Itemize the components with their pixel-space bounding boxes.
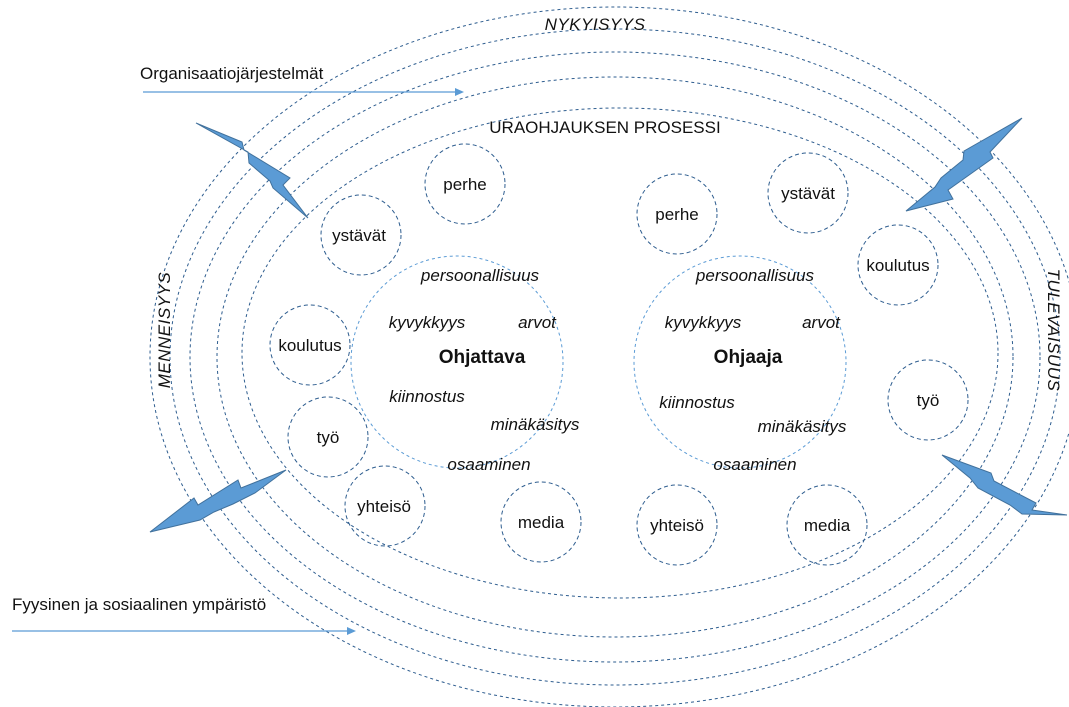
ring-outer-3 — [189, 51, 1041, 663]
left-trait-values: arvot — [518, 313, 557, 332]
factor-circle — [344, 465, 426, 547]
right-trait-values: arvot — [802, 313, 841, 332]
factor-circle — [269, 304, 351, 386]
left-factor-family: perhe — [443, 175, 486, 194]
factor-circle — [500, 481, 582, 563]
factor-circle — [767, 152, 849, 234]
core-circle-right — [633, 255, 847, 469]
left-factor-friends: ystävät — [332, 226, 386, 245]
ring-outer-2 — [216, 76, 1014, 638]
core-circle-left — [350, 255, 564, 469]
left-factor-media: media — [518, 513, 565, 532]
process-label: URAOHJAUKSEN PROSESSI — [489, 118, 720, 137]
lightning-bolt-top-right — [905, 117, 1023, 212]
left-factor-education: koulutus — [278, 336, 341, 355]
left-factor-work: työ — [317, 428, 340, 447]
lightning-bolt-bottom-left — [149, 469, 287, 533]
factors-left — [269, 143, 582, 563]
right-factor-family: perhe — [655, 205, 698, 224]
right-trait-self-concept: minäkäsitys — [758, 417, 847, 436]
right-factor-community: yhteisö — [650, 516, 704, 535]
org-systems-label: Organisaatiojärjestelmät — [140, 64, 324, 83]
factor-circle — [424, 143, 506, 225]
right-title: Ohjaaja — [714, 347, 783, 368]
context-rings — [149, 6, 1069, 707]
past-label: MENNEISYYS — [155, 272, 174, 389]
environment-arrow — [12, 627, 356, 635]
left-factor-community: yhteisö — [357, 497, 411, 516]
ring-outer-5 — [149, 6, 1069, 707]
right-factor-media: media — [804, 516, 851, 535]
right-trait-interest: kiinnostus — [659, 393, 735, 412]
factor-circle — [636, 484, 718, 566]
right-factor-friends: ystävät — [781, 184, 835, 203]
org-systems-arrow — [143, 88, 464, 96]
factors-right — [636, 152, 969, 566]
left-trait-competence: osaaminen — [447, 455, 530, 474]
factor-circle — [320, 194, 402, 276]
right-factor-education: koulutus — [866, 256, 929, 275]
factor-circle — [786, 484, 868, 566]
factor-circle — [636, 173, 718, 255]
right-trait-ability: kyvykkyys — [665, 313, 742, 332]
factor-circle — [287, 396, 369, 478]
ring-outer-4 — [169, 28, 1061, 686]
right-trait-personality: persoonallisuus — [695, 266, 815, 285]
left-trait-interest: kiinnostus — [389, 387, 465, 406]
factor-circle — [857, 224, 939, 306]
left-title: Ohjattava — [439, 347, 526, 368]
future-label: TULEVAISUUS — [1044, 269, 1063, 392]
left-trait-self-concept: minäkäsitys — [491, 415, 580, 434]
factor-circle — [887, 359, 969, 441]
right-trait-competence: osaaminen — [713, 455, 796, 474]
right-factor-work: työ — [917, 391, 940, 410]
ring-inner-1 — [241, 107, 999, 599]
left-trait-ability: kyvykkyys — [389, 313, 466, 332]
present-label: NYKYISYYS — [545, 15, 646, 34]
left-trait-personality: persoonallisuus — [420, 266, 540, 285]
environment-label: Fyysinen ja sosiaalinen ympäristö — [12, 595, 266, 614]
lightning-bolt-bottom-right — [941, 454, 1068, 516]
lightning-bolt-top-left — [195, 122, 309, 219]
